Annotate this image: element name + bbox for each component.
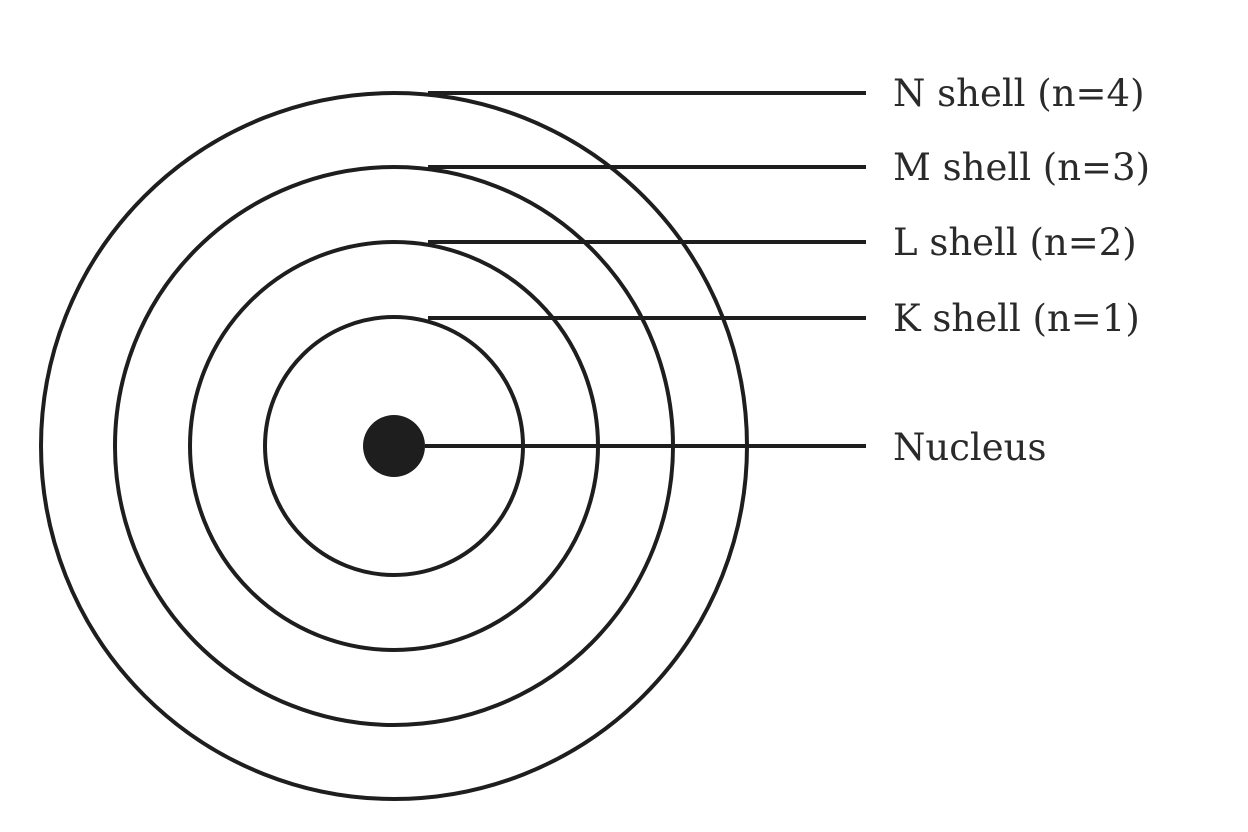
k-shell-label: K shell (n=1) [893,297,1140,340]
m-shell-label: M shell (n=3) [893,146,1150,189]
l-shell-label: L shell (n=2) [893,221,1137,264]
n-shell-label: N shell (n=4) [893,72,1145,115]
nucleus [363,415,425,477]
nucleus-label: Nucleus [893,426,1046,469]
